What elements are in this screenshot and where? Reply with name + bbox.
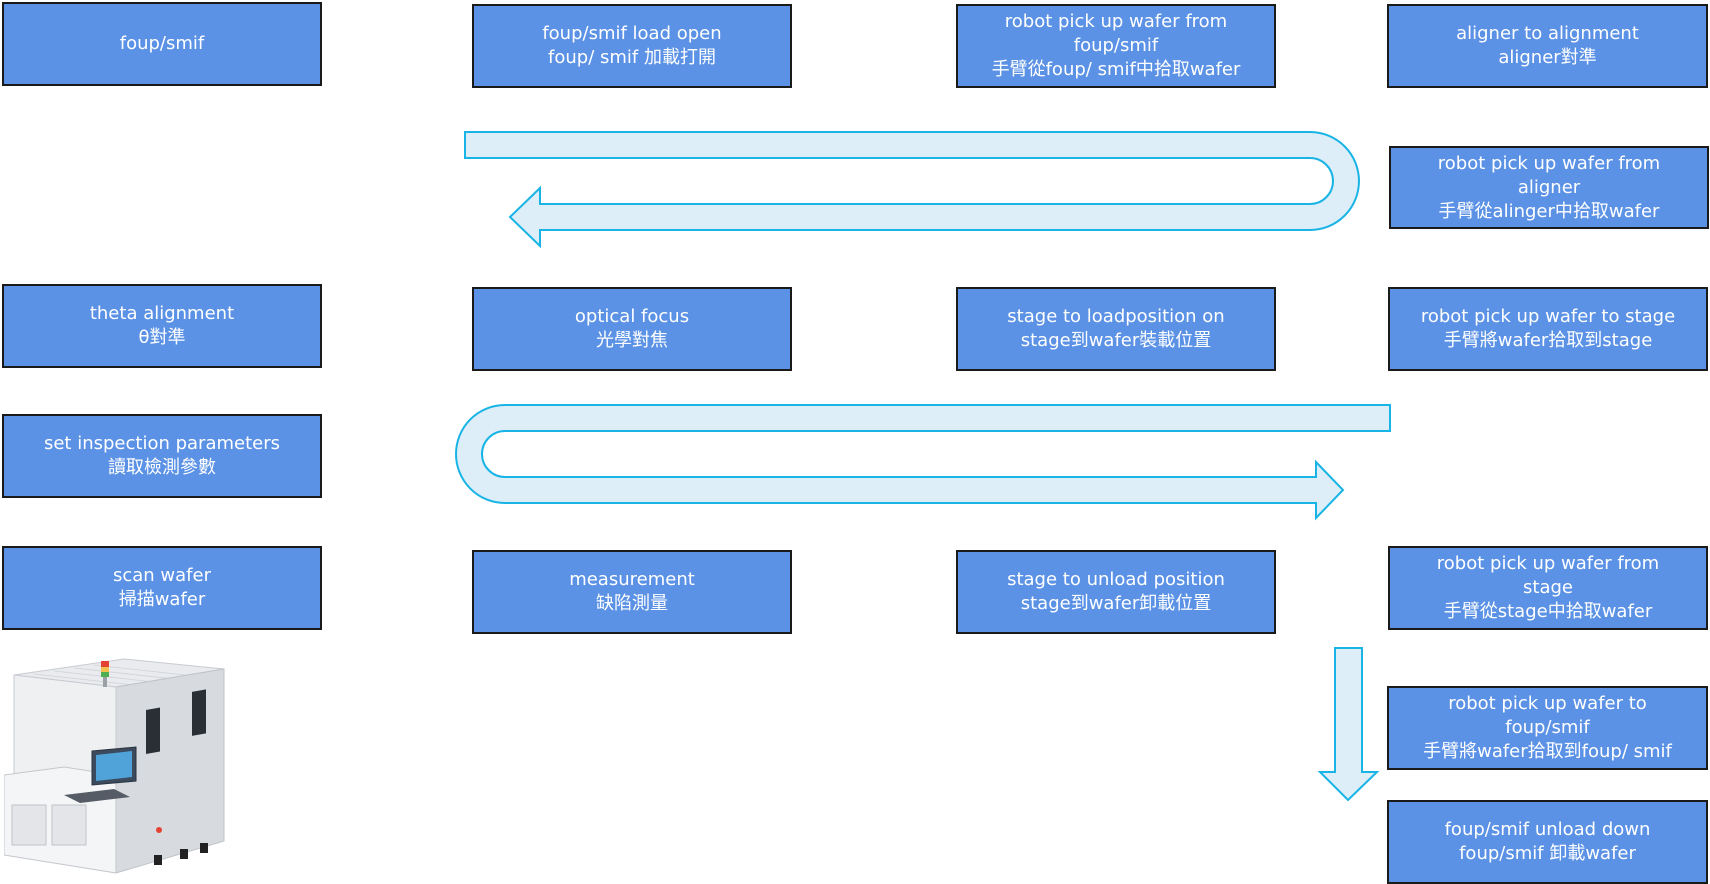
step-load-open: foup/smif load open foup/ smif 加載打開 [472, 4, 792, 88]
step-en-label: foup/smif load open [542, 23, 722, 44]
step-zh-label: 手臂從alinger中拾取wafer [1438, 200, 1660, 222]
step-aligner: aligner to alignment aligner對準 [1387, 4, 1708, 88]
step-en-label: robot pick up wafer from aligner [1437, 152, 1661, 198]
down-arrow [1317, 647, 1380, 802]
step-unload-down: foup/smif unload down foup/smif 卸載wafer [1387, 800, 1708, 884]
step-en-label: set inspection parameters [43, 433, 281, 454]
step-en-label: foup/smif unload down [1444, 819, 1651, 840]
step-en-label: stage to unload position [1007, 569, 1225, 590]
step-en-label: robot pick up wafer to foup/smif [1448, 693, 1647, 738]
step-measurement: measurement 缺陷測量 [472, 550, 792, 634]
step-robot-pick-foup: robot pick up wafer from foup/smif 手臂從fo… [956, 4, 1276, 88]
step-robot-pick-stage: robot pick up wafer from stage 手臂從stage中… [1388, 546, 1708, 630]
step-foup-smif: foup/smif [2, 2, 322, 86]
step-scan-wafer: scan wafer 掃描wafer [2, 546, 322, 630]
step-zh-label: 手臂將wafer拾取到foup/ smif [1423, 741, 1672, 762]
step-zh-label: 讀取檢測參數 [108, 457, 216, 478]
step-zh-label: aligner對準 [1498, 47, 1597, 68]
step-en-label: measurement [569, 569, 695, 590]
step-zh-label: foup/smif 卸載wafer [1459, 843, 1636, 864]
step-en-label: scan wafer [113, 565, 211, 586]
step-en-label: stage to loadposition on [1007, 306, 1225, 327]
step-zh-label: stage到wafer卸載位置 [1020, 593, 1212, 614]
step-zh-label: foup/ smif 加載打開 [548, 47, 716, 68]
step-zh-label: θ對準 [138, 327, 186, 348]
step-zh-label: 光學對焦 [596, 330, 668, 351]
step-zh-label: 缺陷測量 [596, 593, 668, 614]
step-en-label: theta alignment [89, 303, 235, 324]
step-robot-pick-aligner: robot pick up wafer from aligner 手臂從alin… [1389, 146, 1709, 229]
step-en-label: foup/smif [119, 33, 205, 54]
step-zh-label: 手臂將wafer拾取到stage [1443, 330, 1653, 351]
u-turn-arrow-left [464, 131, 1360, 249]
step-set-params: set inspection parameters 讀取檢測參數 [2, 414, 322, 498]
step-en-label: robot pick up wafer from foup/smif [1004, 11, 1228, 56]
step-en-label: aligner to alignment [1456, 23, 1639, 44]
step-en-label: robot pick up wafer from stage [1436, 553, 1660, 598]
step-en-label: optical focus [574, 306, 690, 327]
step-en-label: robot pick up wafer to stage [1420, 306, 1676, 327]
u-turn-arrow-right [455, 404, 1391, 521]
step-zh-label: 手臂從foup/ smif中拾取wafer [991, 59, 1241, 80]
step-zh-label: 手臂從stage中拾取wafer [1443, 601, 1653, 622]
step-zh-label: 掃描wafer [118, 589, 206, 610]
inspection-machine-image [4, 658, 225, 874]
step-stage-load: stage to loadposition on stage到wafer裝載位置 [956, 287, 1276, 371]
step-stage-unload: stage to unload position stage到wafer卸載位置 [956, 550, 1276, 634]
step-theta-alignment: theta alignment θ對準 [2, 284, 322, 368]
step-robot-to-foup: robot pick up wafer to foup/smif 手臂將wafe… [1387, 686, 1708, 770]
step-zh-label: stage到wafer裝載位置 [1020, 330, 1212, 351]
step-optical-focus: optical focus 光學對焦 [472, 287, 792, 371]
step-robot-to-stage: robot pick up wafer to stage 手臂將wafer拾取到… [1388, 287, 1708, 371]
